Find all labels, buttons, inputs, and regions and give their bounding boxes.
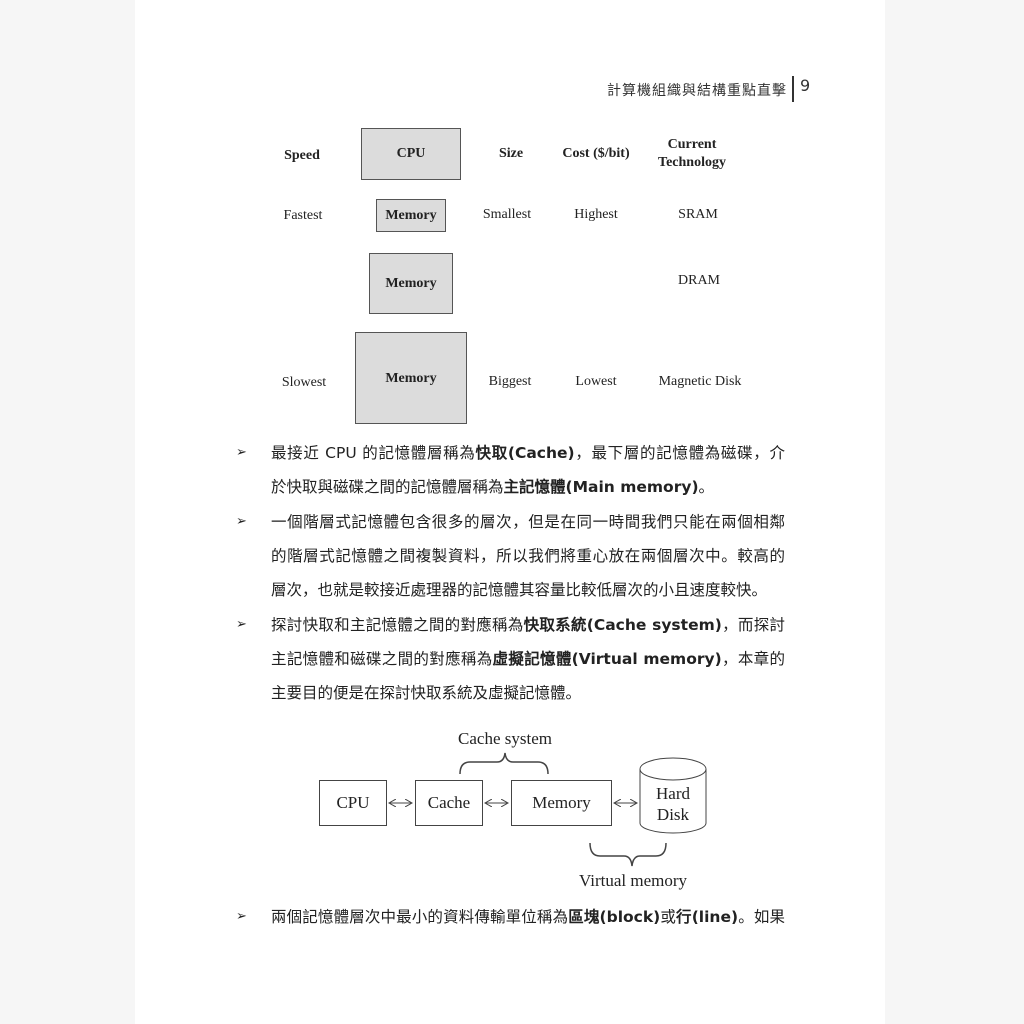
technology-header-line1: Current [667,137,717,152]
text-segment: 於快取與磁碟之間的記憶體層稱為 [271,478,504,496]
bold-term: 主記憶體 [503,478,566,496]
memory-level-2-label: Memory [385,275,437,291]
cpu-box: CPU [361,128,461,180]
book-page [135,0,885,1024]
technology-header-line2: Technology [658,155,726,170]
page-number: 9 [800,76,811,95]
text-segment: 一個階層式記憶體包含很多的層次，但是在同一時間我們只能在兩個相鄰 [271,513,785,531]
fastest-label: Fastest [283,208,323,223]
running-header-title: 計算機組織與結構重點直擊 [607,83,787,99]
magnetic-disk-label: Magnetic Disk [658,374,742,389]
text-segment: ，本章的 [721,650,785,668]
bold-term: (Main memory) [565,478,699,496]
bold-term: 行 [676,908,692,926]
lowest-label: Lowest [575,374,617,389]
text-segment: 最接近 CPU 的記憶體層稱為 [271,444,476,462]
paragraph-line: 探討快取和主記憶體之間的對應稱為快取系統(Cache system)，而探討 [271,614,785,636]
header-divider [792,76,794,102]
bold-term: (Cache) [507,444,575,462]
paragraph-line: 主記憶體和磁碟之間的對應稱為虛擬記憶體(Virtual memory)，本章的 [271,648,785,670]
smallest-label: Smallest [482,207,532,222]
bold-term: (Cache system) [586,616,722,634]
bold-term: 快取 [475,444,508,462]
flow-cpu-label: CPU [336,793,370,812]
text-segment: ，而探討 [721,616,785,634]
memory-level-2-box: Memory [369,253,453,314]
text-segment: 。如果 [738,908,785,926]
sram-label: SRAM [678,207,718,222]
bullet-arrow-icon: ➢ [236,514,247,529]
memory-level-3-label: Memory [385,371,437,386]
text-segment: 的階層式記憶體之間複製資料，所以我們將重心放在兩個層次中。較高的 [271,547,785,565]
memory-level-3-box: Memory [355,332,467,424]
cost-header: Cost ($/bit) [562,146,630,161]
flow-cpu-box: CPU [319,780,387,826]
cache-system-label: Cache system [458,729,552,748]
text-segment: 或 [660,908,677,926]
memory-level-1-box: Memory [376,199,446,232]
bold-term: (line) [691,908,739,926]
flow-cache-box: Cache [415,780,483,826]
flow-memory-label: Memory [532,793,591,812]
paragraph-line: 層次，也就是較接近處理器的記憶體其容量比較低層次的小且速度較快。 [271,579,785,601]
memory-level-1-label: Memory [385,207,437,223]
paragraph-line: 一個階層式記憶體包含很多的層次，但是在同一時間我們只能在兩個相鄰 [271,511,785,533]
paragraph-line: 主要目的便是在探討快取系統及虛擬記憶體。 [271,682,785,704]
dram-label: DRAM [677,273,721,288]
paragraph-line: 的階層式記憶體之間複製資料，所以我們將重心放在兩個層次中。較高的 [271,545,785,567]
bold-term: (block) [599,908,661,926]
paragraph-line: 兩個記憶體層次中最小的資料傳輸單位稱為區塊(block)或行(line)。如果 [271,906,785,928]
text-segment: 層次，也就是較接近處理器的記憶體其容量比較低層次的小且速度較快。 [271,581,768,599]
bold-term: 虛擬記憶體 [492,650,572,668]
highest-label: Highest [574,207,618,222]
bold-term: (Virtual memory) [571,650,722,668]
paragraph-line: 於快取與磁碟之間的記憶體層稱為主記憶體(Main memory)。 [271,476,785,498]
bold-term: 區塊 [568,908,600,926]
slowest-label: Slowest [281,375,327,390]
hard-disk-line1: Hard [656,784,690,803]
hard-disk-cylinder-body [639,769,707,834]
bullet-arrow-icon: ➢ [236,617,247,632]
flow-memory-box: Memory [511,780,612,826]
speed-header: Speed [284,148,320,163]
bullet-arrow-icon: ➢ [236,909,247,924]
bold-term: 快取系統 [523,616,587,634]
virtual-memory-label: Virtual memory [578,871,688,890]
paragraph-line: 最接近 CPU 的記憶體層稱為快取(Cache)，最下層的記憶體為磁碟，介 [271,442,785,464]
text-segment: ，最下層的記憶體為磁碟，介 [574,444,785,462]
virtual-memory-brace [589,842,667,867]
text-segment: 探討快取和主記憶體之間的對應稱為 [271,616,524,634]
cache-system-brace [459,752,549,775]
text-segment: 主要目的便是在探討快取系統及虛擬記憶體。 [271,684,582,702]
hard-disk-cylinder-top [639,757,707,781]
size-header: Size [498,146,524,161]
hard-disk-line2: Disk [656,805,690,824]
flow-cache-label: Cache [427,793,471,812]
text-segment: 兩個記憶體層次中最小的資料傳輸單位稱為 [271,908,569,926]
biggest-label: Biggest [488,374,532,389]
cpu-label: CPU [396,146,426,161]
text-segment: 。 [698,478,715,496]
bullet-arrow-icon: ➢ [236,445,247,460]
text-segment: 主記憶體和磁碟之間的對應稱為 [271,650,493,668]
